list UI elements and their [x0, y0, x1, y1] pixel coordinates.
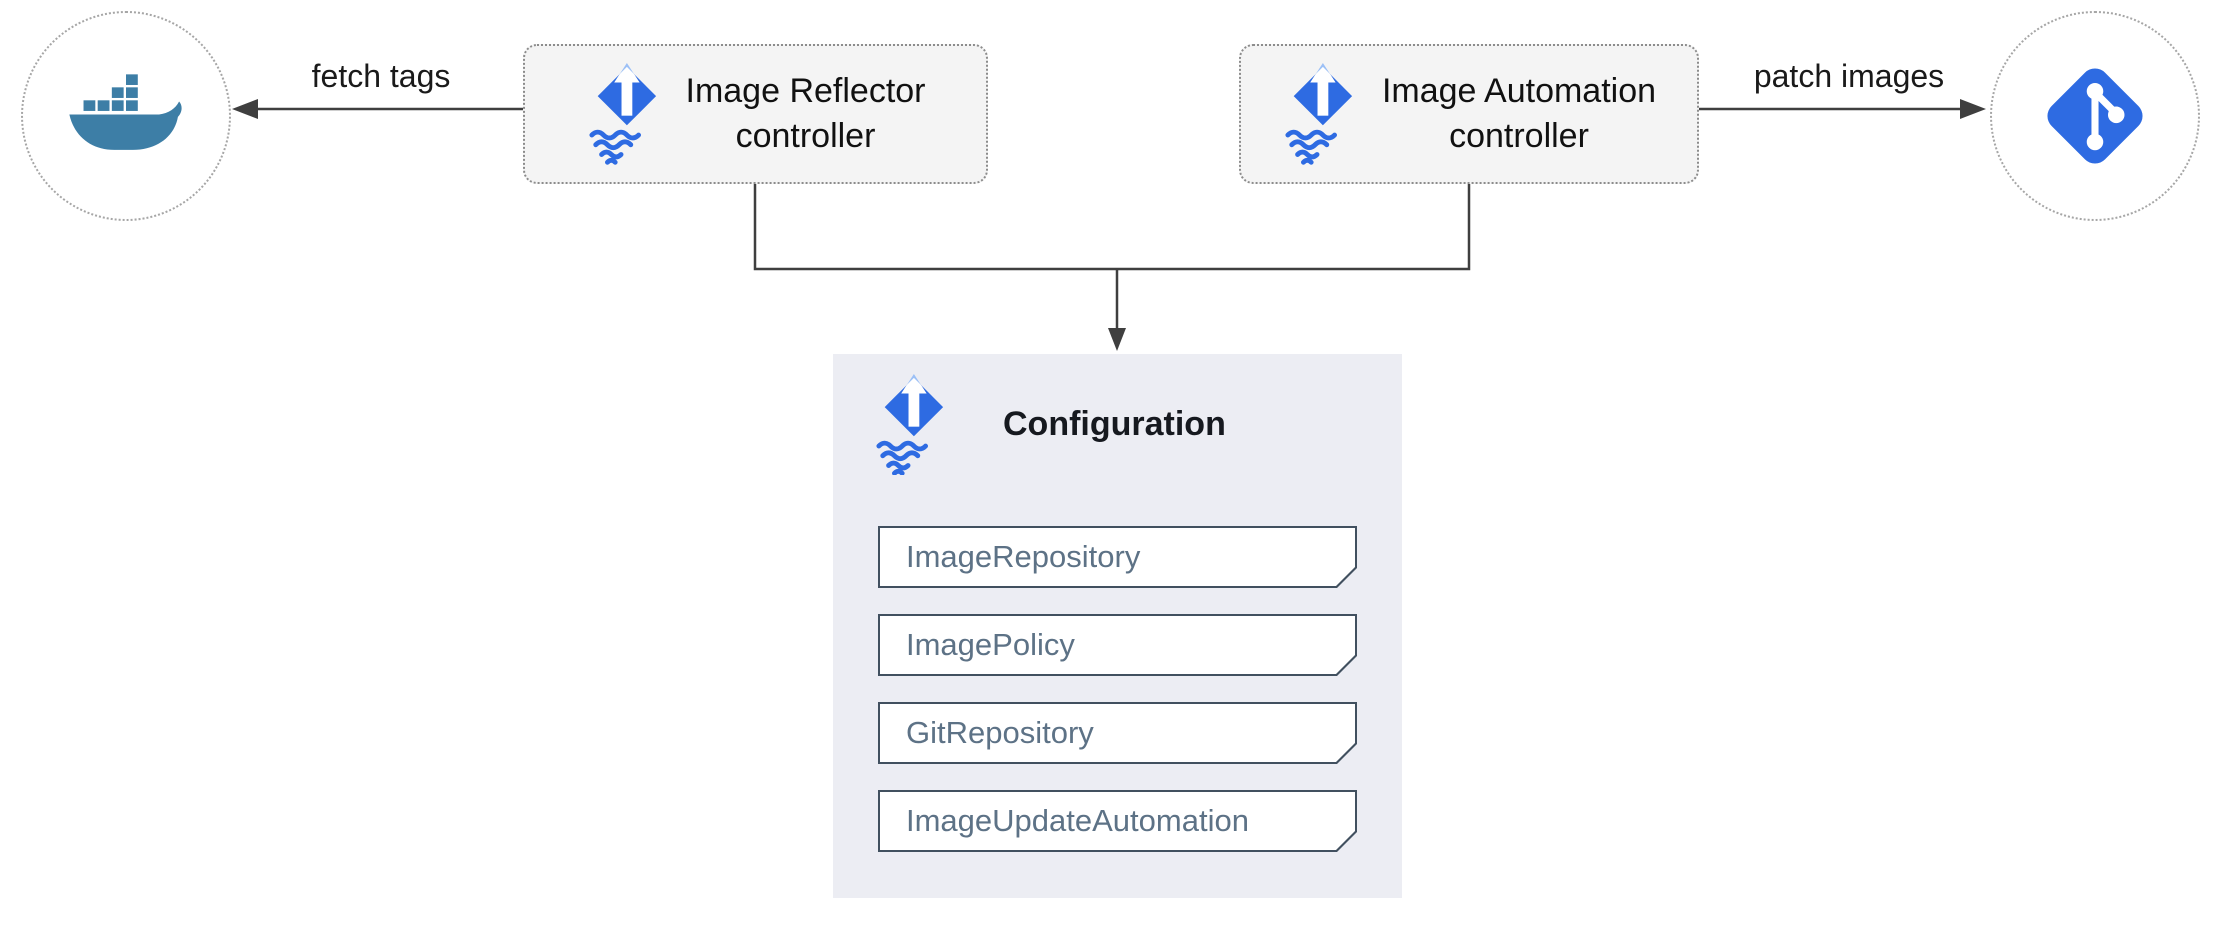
config-item: GitRepository [878, 702, 1357, 764]
image-reflector-controller-node: Image Reflector controller [523, 44, 988, 184]
git-icon [2047, 68, 2143, 164]
configuration-items: ImageRepository ImagePolicy GitRepositor… [878, 526, 1357, 852]
config-item-label: GitRepository [880, 704, 1355, 762]
flux-icon [876, 374, 944, 476]
flux-icon [588, 63, 656, 165]
merge-connector [753, 184, 1471, 271]
controller-label: Image Automation controller [1382, 69, 1656, 159]
fetch-tags-label: fetch tags [311, 58, 451, 94]
fetch-tags-arrow [232, 99, 523, 119]
patch-images-arrow [1699, 99, 1986, 119]
config-item-label: ImagePolicy [880, 616, 1355, 674]
config-item: ImagePolicy [878, 614, 1357, 676]
configuration-title: Configuration [1003, 405, 1226, 444]
flux-icon [1285, 63, 1353, 165]
config-item-label: ImageUpdateAutomation [880, 792, 1355, 850]
config-item: ImageUpdateAutomation [878, 790, 1357, 852]
controller-label-line1: Image Automation [1381, 72, 1657, 111]
patch-images-label: patch images [1753, 58, 1945, 94]
controller-label: Image Reflector controller [686, 69, 926, 159]
configuration-header: Configuration [873, 374, 1226, 476]
image-automation-controller-node: Image Automation controller [1239, 44, 1699, 184]
controller-label-line1: Image Reflector [685, 72, 926, 111]
controller-label-line2: controller [735, 117, 876, 155]
config-item: ImageRepository [878, 526, 1357, 588]
config-arrow [1108, 269, 1126, 351]
docker-icon [69, 74, 182, 151]
config-item-label: ImageRepository [880, 528, 1355, 586]
controller-label-line2: controller [1449, 117, 1589, 155]
container-registry-node [21, 11, 231, 221]
git-repository-node [1990, 11, 2200, 221]
configuration-panel: Configuration ImageRepository ImagePolic… [833, 354, 1402, 898]
